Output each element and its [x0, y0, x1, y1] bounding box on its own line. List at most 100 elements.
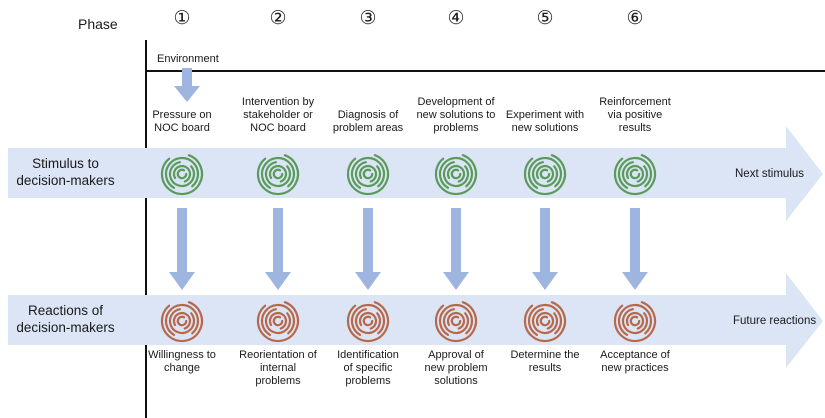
- row-connector-arrow-6: [622, 208, 648, 290]
- caption-line: Experiment with: [505, 109, 585, 121]
- spiral-ring: [629, 315, 641, 327]
- spiral-ring: [621, 161, 649, 188]
- environment-label: Environment: [157, 53, 219, 65]
- spiral-ring: [172, 164, 192, 183]
- stimulus-spiral-icon-3: [346, 154, 390, 196]
- reaction-row-label-line-2: decision-makers: [16, 320, 115, 335]
- caption-line: Reinforcement: [599, 96, 671, 108]
- spiral-ring: [625, 311, 645, 330]
- spiral-ring: [438, 156, 474, 189]
- caption-line: problem areas: [332, 122, 404, 134]
- spiral-ring: [434, 301, 478, 343]
- caption-line: Acceptance of: [600, 349, 670, 361]
- spiral-ring: [613, 301, 657, 343]
- caption-line: solutions: [434, 375, 478, 387]
- stimulus-spiral-icon-6: [613, 154, 657, 196]
- spiral-ring: [264, 308, 292, 335]
- spiral-ring: [260, 156, 296, 189]
- spiral-ring: [346, 154, 390, 196]
- stimulus-caption-5: Experiment with new solutions: [495, 109, 595, 135]
- spiral-ring: [539, 168, 551, 180]
- row-connector-arrow-3: [355, 208, 381, 290]
- caption-line: Diagnosis of: [337, 109, 399, 121]
- stimulus-row-label-line-1: Stimulus to: [32, 156, 99, 171]
- spiral-ring: [256, 154, 300, 196]
- stimulus-spiral-icon-1: [160, 154, 204, 196]
- spiral-ring: [168, 161, 196, 188]
- spiral-ring: [446, 164, 466, 183]
- stimulus-caption-6: Reinforcement via positive results: [585, 96, 685, 135]
- spiral-ring: [260, 303, 296, 336]
- spiral-ring: [354, 308, 382, 335]
- spiral-ring: [164, 156, 200, 189]
- reaction-band: [8, 273, 823, 368]
- stimulus-band: [8, 126, 823, 221]
- spiral-ring: [535, 164, 555, 183]
- reaction-caption-5: Determine the results: [495, 349, 595, 375]
- caption-line: new practices: [601, 362, 669, 374]
- spiral-ring: [362, 315, 374, 327]
- spiral-ring: [168, 308, 196, 335]
- stimulus-caption-4: Development of new solutions to problems: [406, 96, 506, 135]
- caption-line: Determine the: [510, 349, 580, 361]
- spiral-ring: [350, 303, 386, 336]
- caption-line: new solutions to: [416, 109, 496, 121]
- vertical-axis-line: [145, 40, 147, 418]
- reaction-caption-3: Identification of specific problems: [318, 349, 418, 388]
- spiral-ring: [264, 161, 292, 188]
- spiral-ring: [354, 161, 382, 188]
- reaction-spiral-icon-2: [256, 301, 300, 343]
- spiral-ring: [256, 301, 300, 343]
- stimulus-row-label-line-2: decision-makers: [16, 173, 115, 188]
- spiral-ring: [160, 301, 204, 343]
- caption-line: Pressure on: [152, 109, 212, 121]
- caption-line: stakeholder or: [243, 109, 313, 121]
- spiral-ring: [442, 308, 470, 335]
- row-connector-arrow-2: [265, 208, 291, 290]
- reaction-caption-1: Willingness to change: [132, 349, 232, 375]
- phase-number-6: ⑥: [626, 7, 644, 29]
- spiral-ring: [176, 168, 188, 180]
- spiral-ring: [617, 303, 653, 336]
- caption-line: of specific: [343, 362, 393, 374]
- reaction-spiral-icon-3: [346, 301, 390, 343]
- row-connector-arrow-5: [532, 208, 558, 290]
- spiral-ring: [621, 308, 649, 335]
- caption-line: change: [163, 362, 201, 374]
- spiral-ring: [438, 303, 474, 336]
- spiral-ring: [346, 301, 390, 343]
- spiral-ring: [527, 156, 563, 189]
- caption-line: Willingness to: [148, 349, 216, 361]
- reaction-spiral-icon-1: [160, 301, 204, 343]
- spiral-ring: [613, 154, 657, 196]
- reaction-spiral-icon-5: [523, 301, 567, 343]
- spiral-ring: [176, 315, 188, 327]
- future-reactions-label: Future reactions: [733, 315, 817, 327]
- spiral-ring: [268, 311, 288, 330]
- spiral-ring: [358, 164, 378, 183]
- spiral-ring: [362, 168, 374, 180]
- spiral-ring: [625, 164, 645, 183]
- phase-label: Phase: [78, 16, 118, 32]
- spiral-ring: [446, 311, 466, 330]
- caption-line: Development of: [417, 96, 495, 108]
- stimulus-spiral-icon-5: [523, 154, 567, 196]
- spiral-ring: [535, 311, 555, 330]
- spiral-ring: [450, 315, 462, 327]
- caption-line: Reorientation of: [239, 349, 317, 361]
- spiral-ring: [629, 168, 641, 180]
- caption-line: problems: [433, 122, 479, 134]
- spiral-ring: [531, 308, 559, 335]
- caption-line: new problem: [424, 362, 488, 374]
- row-connector-arrow-4: [443, 208, 469, 290]
- reaction-caption-4: Approval of new problem solutions: [406, 349, 506, 388]
- spiral-ring: [160, 154, 204, 196]
- phase-number-2: ②: [269, 7, 287, 29]
- caption-line: problems: [255, 375, 301, 387]
- caption-line: Identification: [337, 349, 399, 361]
- reaction-row-label: Reactions of decision-makers: [8, 302, 123, 336]
- spiral-ring: [450, 168, 462, 180]
- spiral-ring: [164, 303, 200, 336]
- reaction-spiral-icon-6: [613, 301, 657, 343]
- spiral-ring: [268, 164, 288, 183]
